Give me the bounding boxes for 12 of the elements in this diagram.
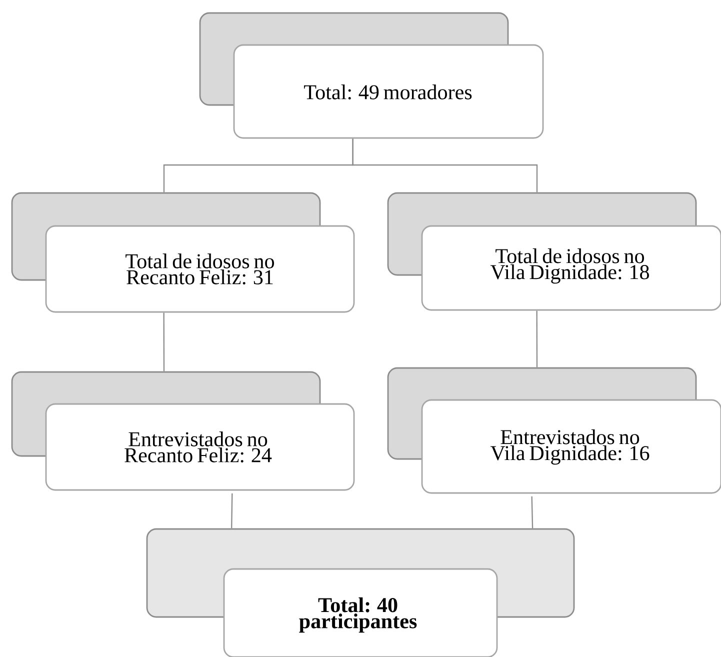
connector-line bbox=[352, 138, 538, 192]
node-label: participantes bbox=[299, 613, 417, 633]
stacked-box: Entrevistados no Vila Dignidade: 16 bbox=[387, 367, 721, 494]
connector-line bbox=[531, 496, 534, 528]
stacked-box: Total: 40 participantes bbox=[146, 528, 575, 657]
stacked-box: Total de idosos no Recanto Feliz: 31 bbox=[11, 192, 355, 313]
connector-line bbox=[163, 312, 165, 372]
connector-line bbox=[231, 493, 233, 528]
stacked-box: Total: 49 moradores bbox=[199, 12, 544, 139]
stacked-box: Total de idosos no Vila Dignidade: 18 bbox=[387, 192, 721, 311]
stacked-box: Entrevistados no Recanto Feliz: 24 bbox=[11, 371, 355, 491]
connector-line bbox=[536, 310, 538, 368]
